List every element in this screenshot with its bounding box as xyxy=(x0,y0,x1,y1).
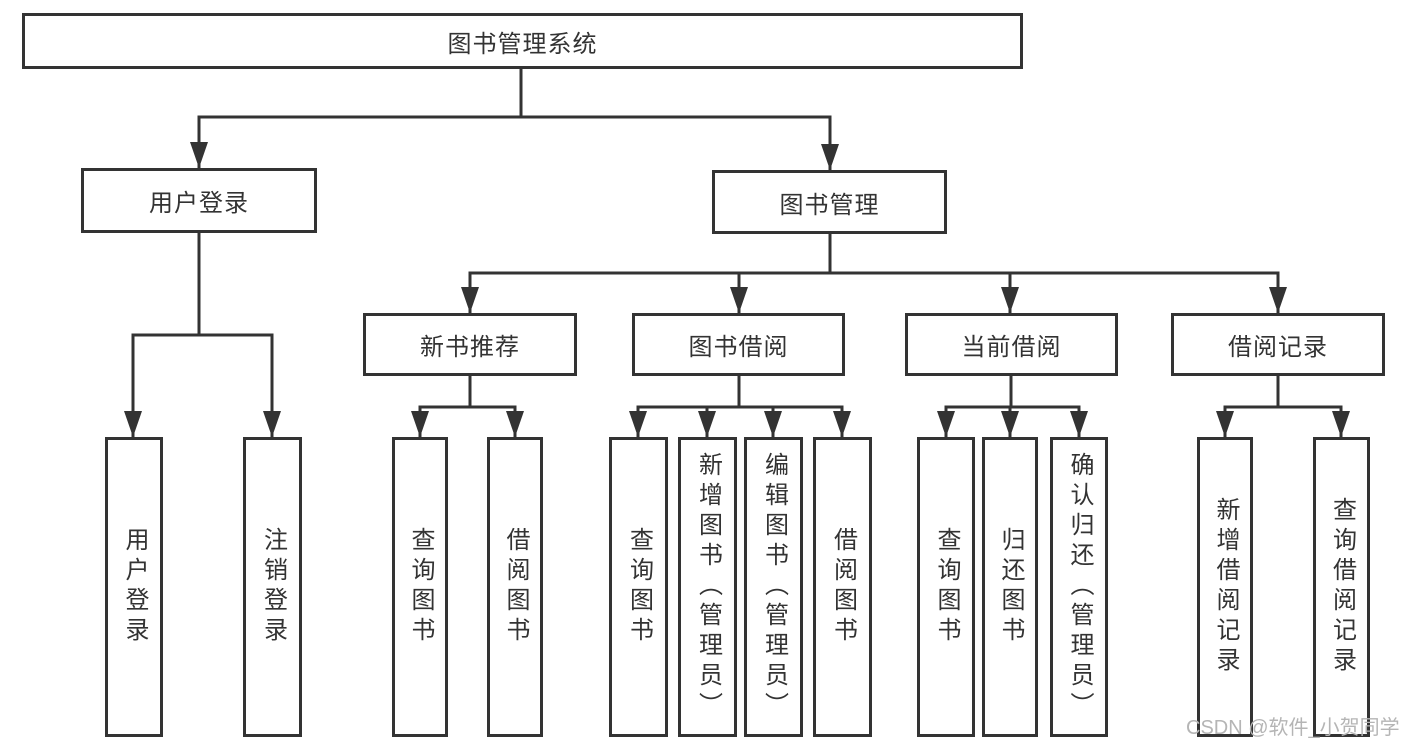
leaf-borrow-books: 借阅图书 xyxy=(813,437,872,737)
node-label: 图书管理系统 xyxy=(447,30,598,58)
leaf-return-books: 归还图书 xyxy=(982,437,1038,737)
leaf-label: 新增图书（管理员） xyxy=(694,452,722,722)
node-label: 图书借阅 xyxy=(688,334,789,361)
leaf-logout: 注销登录 xyxy=(243,437,302,737)
node-book-management: 图书管理 xyxy=(712,170,947,234)
leaf-query-books-current: 查询图书 xyxy=(917,437,975,737)
leaf-borrow-books-recommend: 借阅图书 xyxy=(487,437,543,737)
node-label: 当前借阅 xyxy=(961,334,1062,361)
leaf-query-borrow-record: 查询借阅记录 xyxy=(1313,437,1370,737)
leaf-label: 查询图书 xyxy=(407,527,434,647)
leaf-label: 新增借阅记录 xyxy=(1212,497,1239,677)
node-borrow-records: 借阅记录 xyxy=(1171,313,1385,376)
leaf-label: 借阅图书 xyxy=(502,527,529,647)
node-label: 借阅记录 xyxy=(1228,334,1328,361)
node-current-borrow: 当前借阅 xyxy=(905,313,1118,376)
node-label: 用户登录 xyxy=(149,190,249,217)
leaf-query-books-recommend: 查询图书 xyxy=(392,437,448,737)
leaf-label: 查询图书 xyxy=(933,527,960,647)
leaf-query-books-borrow: 查询图书 xyxy=(609,437,668,737)
leaf-label: 注销登录 xyxy=(259,527,287,647)
node-user-login: 用户登录 xyxy=(81,168,317,233)
leaf-label: 编辑图书（管理员） xyxy=(760,452,788,722)
leaf-add-borrow-record: 新增借阅记录 xyxy=(1197,437,1253,737)
leaf-label: 归还图书 xyxy=(997,527,1024,647)
leaf-label: 查询借阅记录 xyxy=(1328,497,1356,677)
node-label: 图书管理 xyxy=(779,191,880,219)
leaf-add-books-admin: 新增图书（管理员） xyxy=(678,437,737,737)
leaf-label: 确认归还（管理员） xyxy=(1066,452,1093,722)
watermark: CSDN @软件_小贺同学 xyxy=(1186,717,1400,739)
leaf-edit-books-admin: 编辑图书（管理员） xyxy=(744,437,803,737)
leaf-label: 借阅图书 xyxy=(829,527,857,647)
leaf-label: 查询图书 xyxy=(625,527,653,647)
node-label: 新书推荐 xyxy=(420,334,520,361)
node-library-management-system: 图书管理系统 xyxy=(22,13,1023,69)
leaf-user-login: 用户登录 xyxy=(105,437,163,737)
leaf-confirm-return-admin: 确认归还（管理员） xyxy=(1050,437,1108,737)
leaf-label: 用户登录 xyxy=(121,527,148,647)
node-book-borrow: 图书借阅 xyxy=(632,313,845,376)
node-new-book-recommend: 新书推荐 xyxy=(363,313,577,376)
